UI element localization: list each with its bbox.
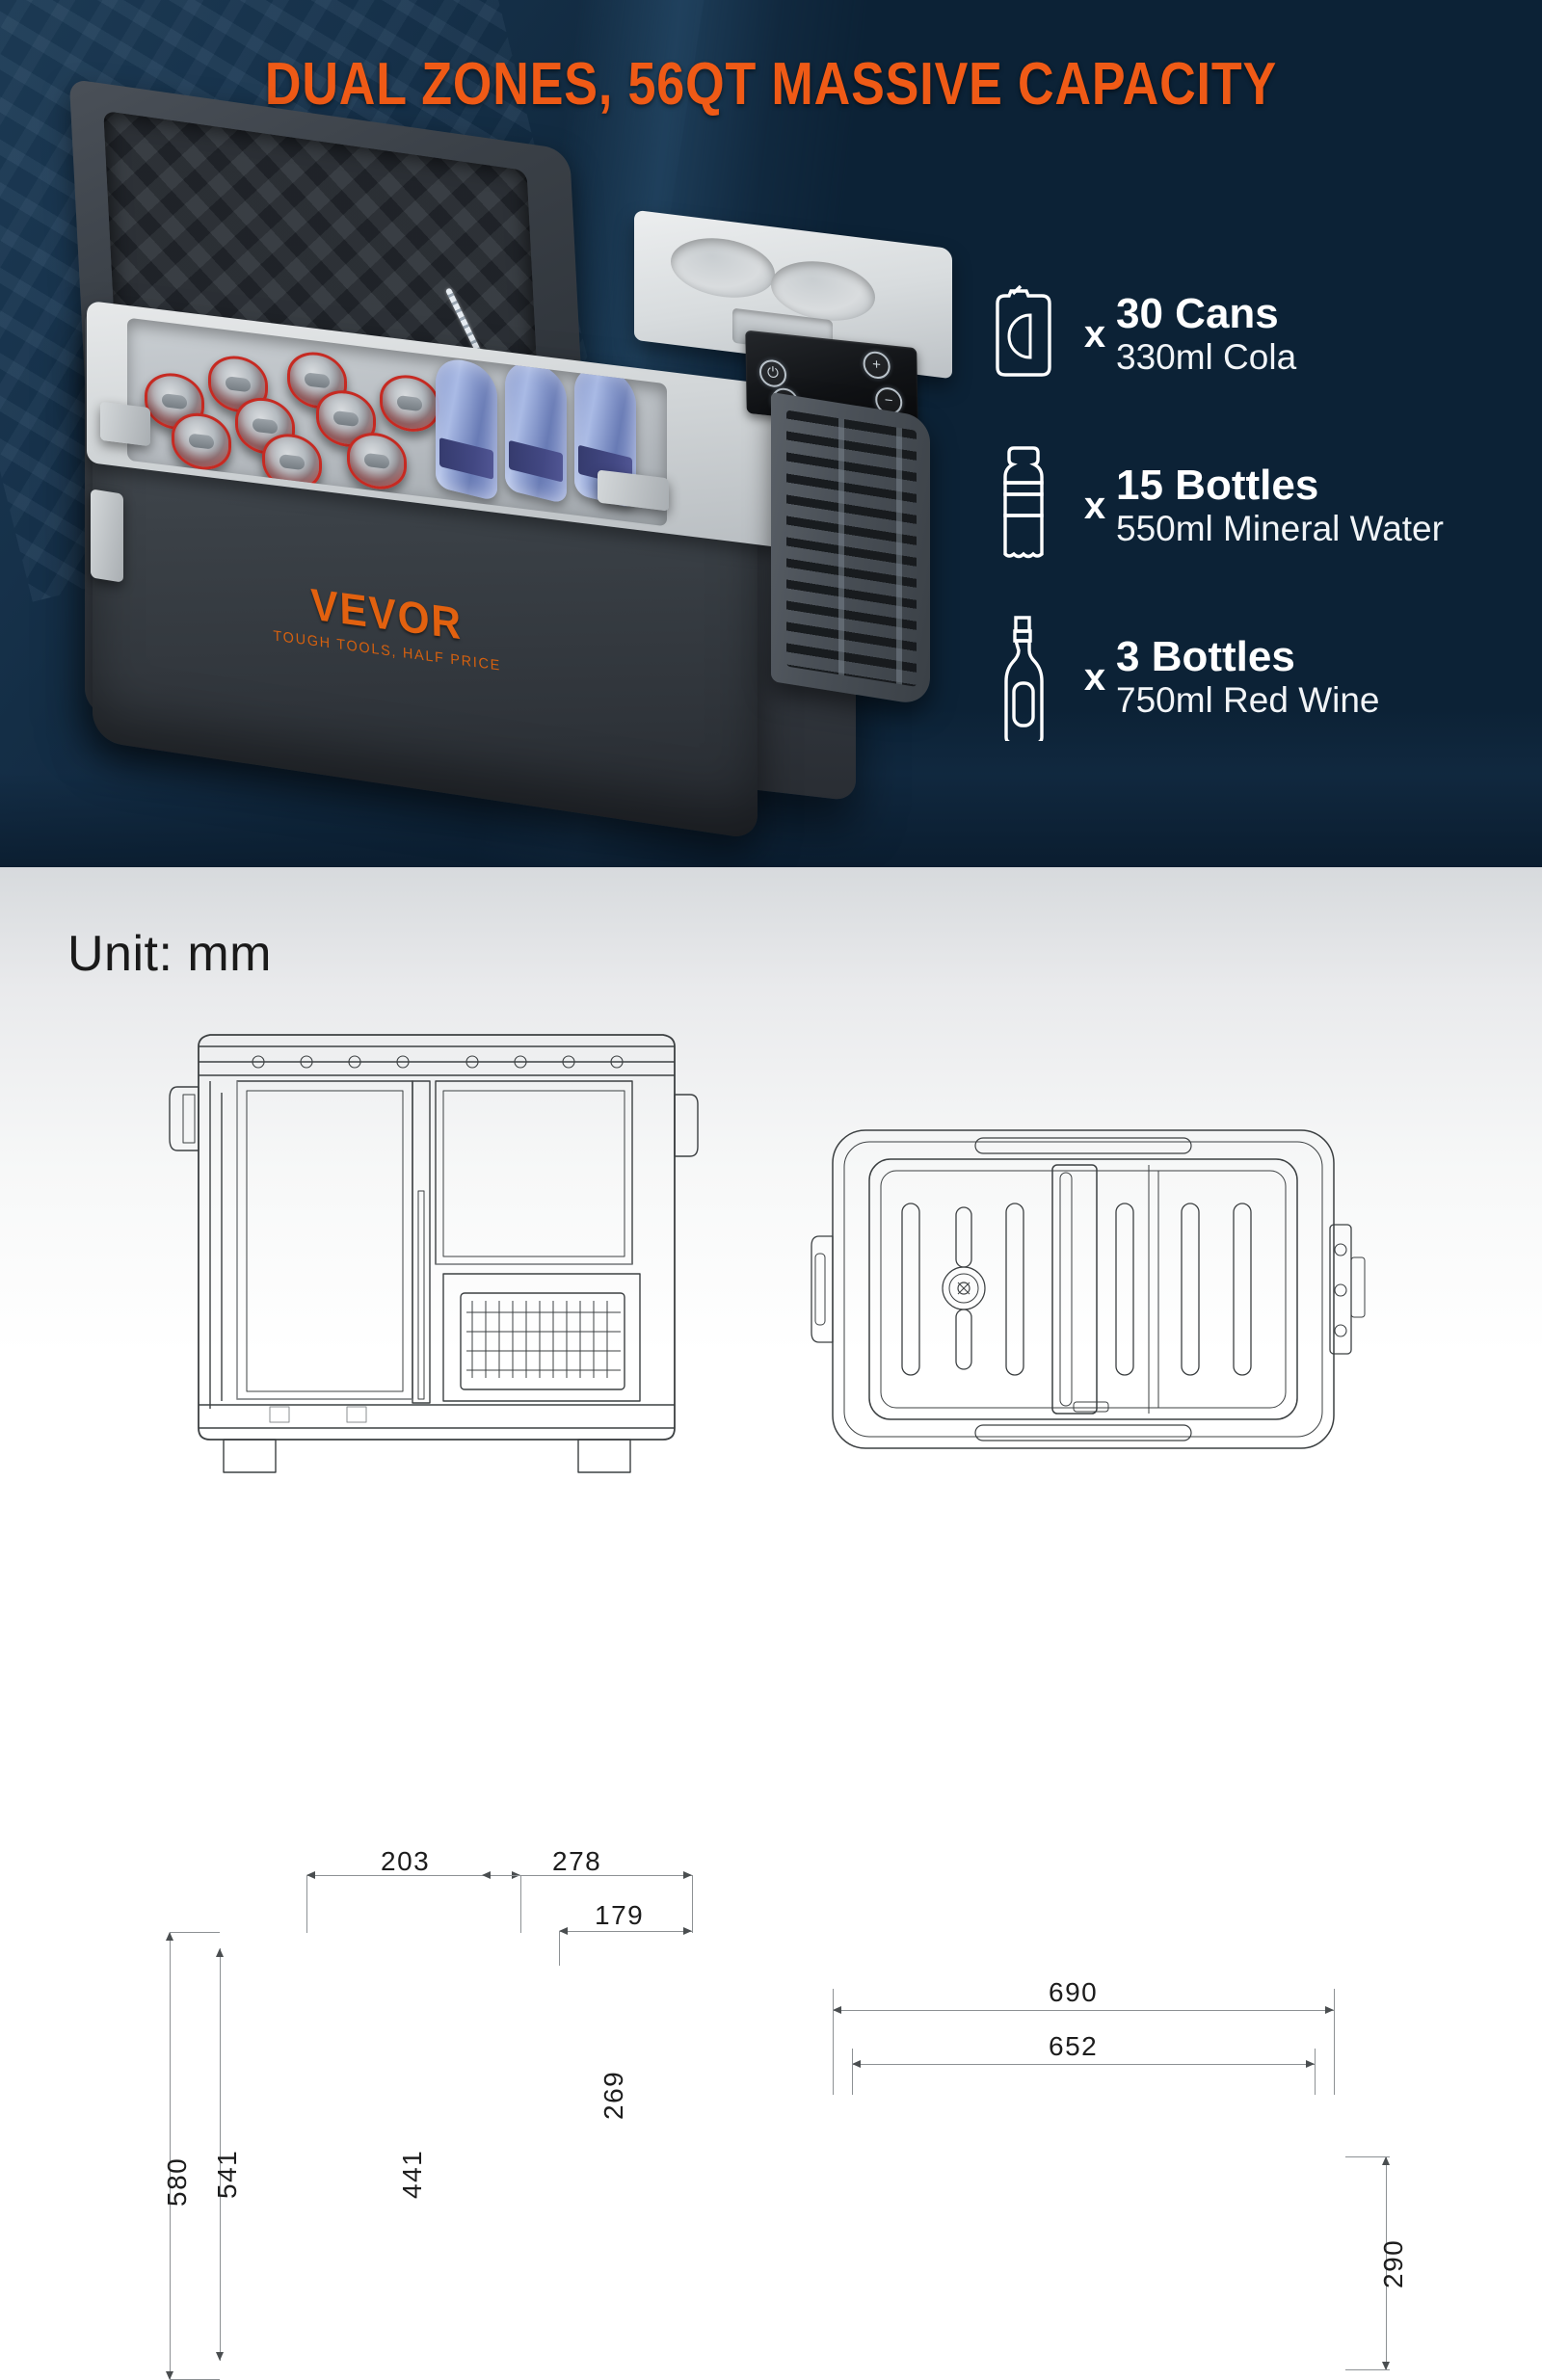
capacity-count: 30 Cans	[1116, 289, 1279, 337]
dimension-179: 179	[595, 1900, 645, 1930]
capacity-detail: 330ml Cola	[1116, 336, 1297, 377]
dimension-580: 580	[162, 2156, 192, 2207]
dim-ext-line	[520, 1875, 521, 1933]
capacity-item-wine: x 3 Bottles 750ml Red Wine	[973, 592, 1523, 763]
dim-arrow	[166, 1932, 173, 1941]
dimension-652: 652	[1049, 2031, 1099, 2061]
dim-line-690	[833, 2010, 1334, 2011]
dim-ext-line	[692, 1875, 693, 1933]
side-view-drawing	[169, 1034, 699, 1473]
bottle-label	[509, 439, 563, 483]
cola-can	[347, 429, 407, 493]
cola-can	[380, 371, 439, 436]
dim-arrow	[852, 2060, 861, 2068]
dim-line-580	[170, 1932, 171, 2380]
page-title: DUAL ZONES, 56QT MASSIVE CAPACITY	[264, 51, 1278, 118]
capacity-text: 30 Cans 330ml Cola	[1116, 289, 1297, 377]
dim-ext-line	[852, 2049, 853, 2095]
dim-arrow	[482, 1871, 491, 1879]
hero-panel: DUAL ZONES, 56QT MASSIVE CAPACITY	[0, 0, 1542, 867]
dim-arrow	[1306, 2060, 1315, 2068]
water-bottle	[505, 356, 567, 505]
dim-arrow	[1325, 2006, 1334, 2014]
capacity-item-cans: x 30 Cans 330ml Cola	[973, 249, 1523, 420]
dimension-panel: Unit: mm	[0, 867, 1542, 2380]
dim-ext-line	[1334, 1989, 1335, 2095]
dim-arrow	[559, 1927, 568, 1935]
dim-ext-line	[306, 1875, 307, 1933]
water-bottle-icon	[973, 444, 1074, 568]
dim-ext-line	[1345, 2156, 1390, 2157]
dim-arrow	[216, 2352, 224, 2361]
capacity-detail: 750ml Red Wine	[1116, 679, 1380, 720]
dimension-278: 278	[552, 1846, 602, 1876]
wine-bottle-icon	[973, 614, 1074, 741]
dim-ext-line	[1345, 2369, 1390, 2370]
dim-ext-line	[559, 1931, 560, 1966]
dim-arrow	[683, 1871, 692, 1879]
dim-ext-line	[1315, 2049, 1316, 2095]
capacity-text: 15 Bottles 550ml Mineral Water	[1116, 463, 1444, 548]
bottle-label	[439, 436, 493, 480]
vent-slat-dividers	[786, 410, 917, 687]
dim-ext-line	[170, 1932, 220, 1933]
soda-can-icon	[973, 284, 1074, 384]
multiplier-label: x	[1083, 655, 1106, 699]
dimension-441: 441	[397, 2149, 427, 2199]
side-handle	[91, 489, 123, 583]
dimension-290: 290	[1378, 2238, 1408, 2288]
capacity-detail: 550ml Mineral Water	[1116, 508, 1444, 548]
increase-button[interactable]: +	[863, 350, 891, 381]
dim-line-179	[559, 1931, 692, 1932]
capacity-count: 15 Bottles	[1116, 461, 1319, 509]
dimension-203: 203	[381, 1846, 431, 1876]
capacity-count: 3 Bottles	[1116, 632, 1295, 680]
dimension-269: 269	[598, 2070, 628, 2120]
unit-label: Unit: mm	[67, 926, 272, 982]
dim-arrow	[833, 2006, 841, 2014]
rim-grip-left	[100, 401, 150, 447]
capacity-text: 3 Bottles 750ml Red Wine	[1116, 632, 1380, 720]
top-view-drawing	[811, 1129, 1366, 1449]
multiplier-label: x	[1083, 484, 1106, 527]
dimension-541: 541	[212, 2149, 242, 2199]
multiplier-label: x	[1083, 312, 1106, 356]
water-bottle	[436, 353, 497, 502]
product-photo: ⏻ + − ⚙ VEVOR TOUGH TOOLS, HALF PRICE	[58, 78, 973, 840]
dim-arrow	[306, 1871, 315, 1879]
compressor-vent-panel	[771, 391, 930, 707]
capacity-list: x 30 Cans 330ml Cola x 15 Bottles 550ml …	[973, 249, 1523, 763]
dim-arrow	[216, 1948, 224, 1957]
power-button[interactable]: ⏻	[758, 358, 787, 389]
dim-arrow	[1382, 2156, 1390, 2165]
dim-arrow	[683, 1927, 692, 1935]
dim-line-652	[852, 2064, 1315, 2065]
cola-can	[172, 410, 231, 473]
dim-ext-line	[833, 1989, 834, 2095]
dimension-690: 690	[1049, 1977, 1099, 2007]
capacity-item-bottles: x 15 Bottles 550ml Mineral Water	[973, 420, 1523, 592]
